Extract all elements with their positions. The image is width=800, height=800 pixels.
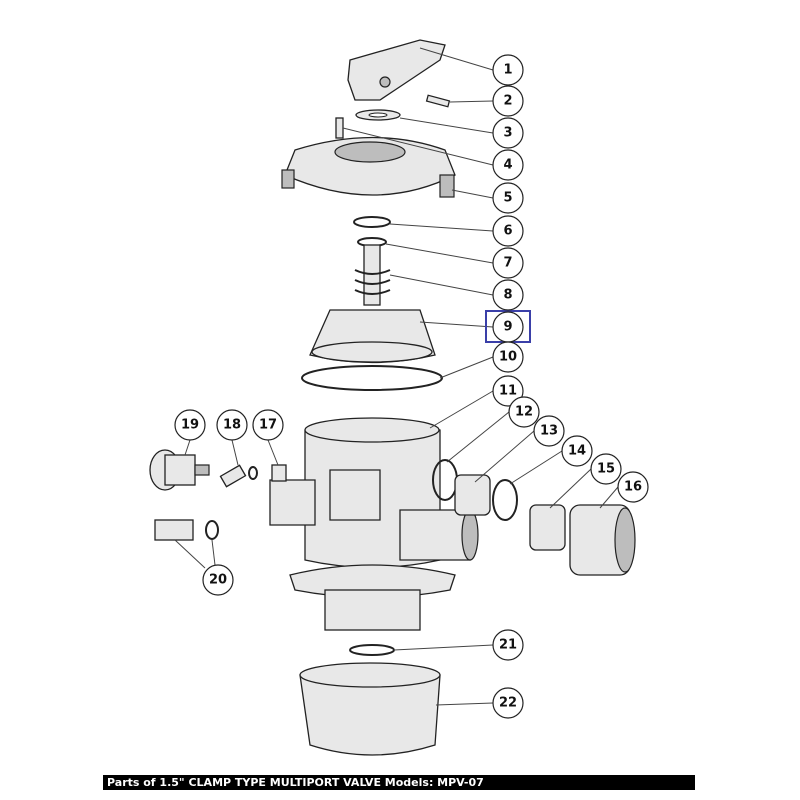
callout-19: 19 [174,409,206,441]
callout-number: 12 [515,405,533,420]
callout-number: 4 [503,158,512,173]
part-spring [354,244,391,306]
part-handle [347,39,446,101]
callout-11: 11 [492,375,524,407]
leader-lines [174,47,619,706]
callout-5: 5 [492,182,524,214]
callout-1: 1 [492,54,524,86]
part-indicator-pin [335,117,344,139]
part-drain-18 [219,464,258,488]
part-rotor [309,309,436,364]
callout-circle [492,279,524,311]
callout-number: 7 [503,256,512,271]
part-plug-17 [271,464,287,482]
part-tail-15 [529,504,566,551]
callout-circle [202,564,234,596]
callout-number: 20 [209,573,227,588]
part-o-ring-21 [349,644,395,656]
part-gasket-10 [301,365,443,391]
callout-number: 3 [503,126,512,141]
part-washer [355,109,401,121]
callout-20: 20 [202,564,234,596]
callout-2: 2 [492,85,524,117]
callout-circle [492,182,524,214]
callout-number: 15 [597,462,615,477]
callout-14: 14 [561,435,593,467]
callout-13: 13 [533,415,565,447]
callout-16: 16 [617,471,649,503]
callout-number: 10 [499,350,517,365]
callout-circle [492,85,524,117]
part-tail-13 [454,474,491,516]
callout-circle [252,409,284,441]
callout-6: 6 [492,215,524,247]
callout-number: 16 [624,480,642,495]
callout-circle [492,687,524,719]
callout-number: 8 [503,288,512,303]
callout-15: 15 [590,453,622,485]
callout-21: 21 [492,629,524,661]
part-o-ring-6 [353,216,391,228]
callout-number: 2 [503,94,512,109]
callout-7: 7 [492,247,524,279]
callout-number: 9 [503,320,512,335]
callout-number: 13 [540,424,558,439]
part-pin [425,94,451,108]
callout-circle [492,54,524,86]
callout-circle [492,375,524,407]
callout-circle [216,409,248,441]
callout-number: 1 [503,63,512,78]
callout-number: 14 [568,444,586,459]
part-o-ring-14 [492,479,518,521]
callout-circle [617,471,649,503]
part-sight-glass-20 [154,519,219,541]
callout-10: 10 [492,341,524,373]
part-diffuser-22 [299,662,441,756]
callout-8: 8 [492,279,524,311]
callout-circle [492,117,524,149]
callout-3: 3 [492,117,524,149]
diagram-caption: Parts of 1.5" CLAMP TYPE MULTIPORT VALVE… [103,775,695,790]
part-cover [281,136,456,198]
callout-number: 5 [503,191,512,206]
callout-4: 4 [492,149,524,181]
callout-circle [492,341,524,373]
callout-number: 18 [223,418,241,433]
callout-number: 17 [259,418,277,433]
part-valve-body [269,417,479,631]
callout-circle [492,629,524,661]
callout-number: 6 [503,224,512,239]
callout-circle [590,453,622,485]
callout-number: 21 [499,638,517,653]
callout-circle [174,409,206,441]
callout-circle [492,149,524,181]
callout-number: 11 [499,384,517,399]
part-gauge-19 [149,449,210,491]
callout-circle [492,215,524,247]
callout-17: 17 [252,409,284,441]
callout-circle [492,247,524,279]
callout-22: 22 [492,687,524,719]
callout-circle [533,415,565,447]
callout-number: 22 [499,696,517,711]
callout-circle [561,435,593,467]
callout-12: 12 [508,396,540,428]
callout-18: 18 [216,409,248,441]
callout-number: 19 [181,418,199,433]
callout-9: 9 [492,311,524,343]
callout-circle [508,396,540,428]
part-union-nut-16 [569,504,636,576]
